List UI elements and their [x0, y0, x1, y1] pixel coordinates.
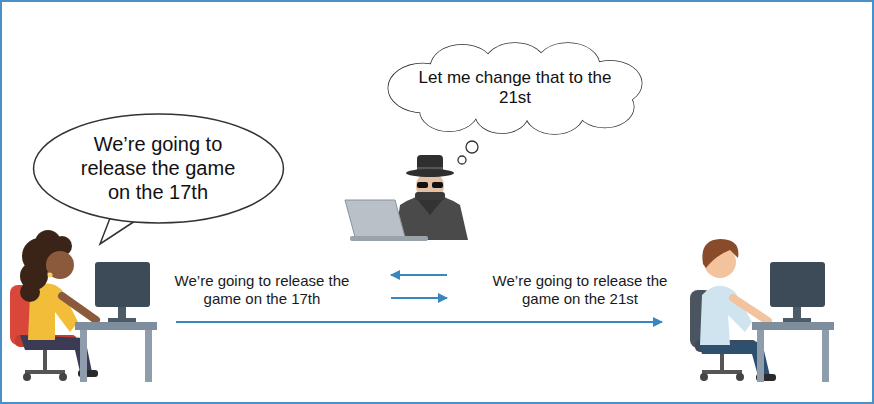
- intercept-arrows: [391, 275, 447, 298]
- thought-dots: [458, 141, 478, 164]
- woman-figure: [108, 318, 136, 322]
- attacker-figure: [406, 169, 454, 177]
- speech-bubble: We’re going to release the game on the 1…: [31, 113, 286, 224]
- man-figure: [757, 330, 764, 382]
- attacker-figure: [350, 236, 428, 241]
- intercept-arrows: [391, 274, 447, 276]
- man-figure: [700, 286, 752, 345]
- thought-cloud: Let me change that to the 21st: [383, 41, 647, 135]
- attacker-figure: [345, 200, 405, 237]
- woman-figure: [43, 347, 47, 370]
- node-text: We’re going to release the game on the 1…: [71, 132, 246, 204]
- woman-figure: [95, 262, 150, 307]
- woman-figure: [10, 230, 157, 382]
- man-figure: [720, 352, 724, 370]
- man-figure: [770, 262, 825, 307]
- woman-figure: [75, 322, 157, 330]
- man-figure: [793, 307, 801, 319]
- attacker-figure: [395, 195, 468, 240]
- woman-figure: [145, 330, 152, 382]
- woman-figure: [62, 296, 96, 320]
- woman-figure: [25, 370, 65, 374]
- man-figure: [783, 318, 811, 322]
- bubble-outline: [33, 114, 283, 223]
- man-figure: [702, 370, 742, 374]
- message-arrow: [176, 321, 662, 323]
- node-text-block: We’re going to release the game on the 1…: [71, 132, 246, 204]
- node-text: Let me change that to the 21st: [418, 68, 613, 109]
- attacker-figure: [416, 198, 444, 215]
- attacker-figure: [415, 192, 445, 200]
- attacker-figure: [417, 182, 428, 188]
- woman-figure: [59, 373, 67, 381]
- man-figure: [822, 330, 829, 382]
- man-figure: [736, 373, 744, 381]
- woman-figure: [23, 373, 31, 381]
- woman-figure: [80, 330, 87, 382]
- thought-dots: [458, 156, 466, 164]
- woman-figure: [118, 307, 126, 319]
- man-figure: [702, 239, 738, 268]
- man-figure: [752, 322, 834, 330]
- message-arrow: [176, 322, 662, 323]
- thought-dots: [466, 141, 478, 153]
- man-figure: [690, 239, 834, 382]
- woman-figure: [46, 251, 74, 279]
- message-text: We’re going to release the game on the 1…: [155, 272, 370, 308]
- attacker-figure: [345, 155, 468, 241]
- attacker-figure: [432, 182, 443, 188]
- woman-figure: [20, 282, 40, 302]
- intercept-arrows: [391, 297, 447, 299]
- node-text-block: Let me change that to the 21st: [418, 68, 613, 109]
- message-text: We’re going to release the game on the 2…: [473, 272, 688, 308]
- man-figure: [733, 298, 768, 321]
- woman-figure: [48, 273, 53, 278]
- man-figure: [700, 373, 708, 381]
